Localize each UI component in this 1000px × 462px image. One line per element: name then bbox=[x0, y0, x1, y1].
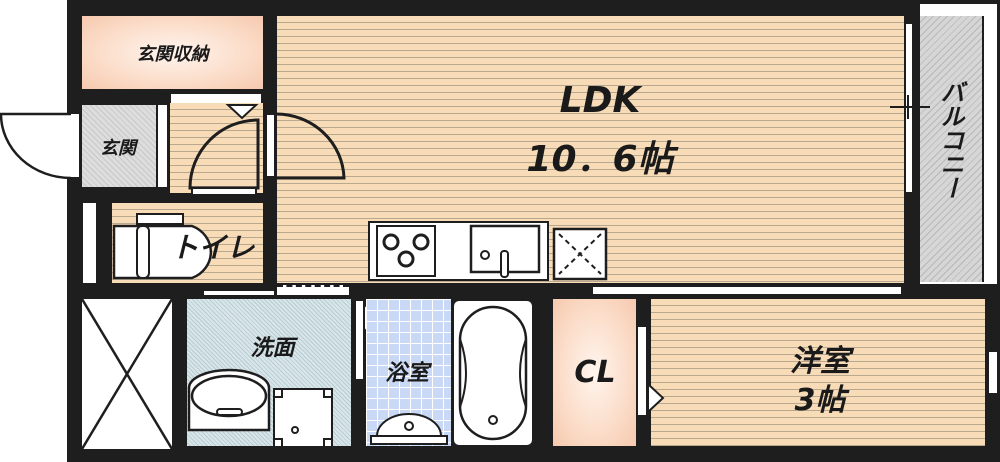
western-room-window bbox=[987, 350, 999, 395]
wash-basin-icon[interactable] bbox=[187, 368, 271, 432]
bathroom-door[interactable] bbox=[355, 300, 364, 380]
toilet-door-swing-icon[interactable] bbox=[188, 118, 262, 198]
western-door-arrow-icon bbox=[648, 384, 665, 412]
fridge-space-icon bbox=[552, 227, 608, 281]
genkan-label: 玄関 bbox=[100, 138, 136, 159]
toilet-window bbox=[83, 203, 96, 283]
hall-door-arrow-icon bbox=[225, 104, 259, 120]
balcony-floor bbox=[918, 16, 984, 282]
closet[interactable] bbox=[553, 299, 636, 446]
shower-icon bbox=[370, 413, 448, 445]
genkan-storage[interactable] bbox=[82, 16, 263, 89]
western-room-floor bbox=[651, 299, 985, 446]
stove-burners-icon[interactable] bbox=[376, 225, 436, 277]
washroom-label: 洗面 bbox=[250, 336, 295, 361]
ldk-label: LDK bbox=[559, 80, 641, 121]
bathtub-icon[interactable] bbox=[452, 299, 534, 447]
kitchen-sink-icon[interactable] bbox=[469, 224, 542, 281]
ldk-window-cross-icon bbox=[890, 95, 930, 119]
washroom-door[interactable] bbox=[203, 290, 275, 296]
western-room-label: 洋室 bbox=[790, 344, 850, 379]
closet-label: CL bbox=[574, 355, 616, 390]
hall-floor bbox=[170, 103, 263, 193]
closet-door[interactable] bbox=[637, 326, 647, 416]
storage-cross-icon bbox=[80, 298, 174, 450]
sliding-door[interactable] bbox=[592, 286, 902, 295]
front-door-frame bbox=[71, 114, 79, 177]
genkan-storage-label: 玄関収納 bbox=[136, 44, 209, 65]
toilet-label: トイレ bbox=[170, 231, 255, 264]
washing-machine-icon[interactable] bbox=[273, 388, 333, 448]
toilet-bowl-icon[interactable] bbox=[112, 212, 222, 282]
western-room-size: 3帖 bbox=[794, 383, 846, 418]
ldk-door-frame bbox=[266, 114, 275, 177]
balcony-label: バルコニー bbox=[936, 80, 964, 200]
ldk-size: 10．6帖 bbox=[526, 139, 674, 180]
front-door-swing-icon[interactable] bbox=[0, 110, 72, 180]
hall-door-frame-top bbox=[171, 94, 261, 103]
washroom-vent bbox=[277, 285, 349, 295]
bathroom-label: 浴室 bbox=[384, 361, 429, 386]
genkan-step bbox=[158, 105, 167, 187]
genkan-floor bbox=[82, 105, 156, 187]
ldk-door-swing-icon[interactable] bbox=[274, 112, 348, 182]
